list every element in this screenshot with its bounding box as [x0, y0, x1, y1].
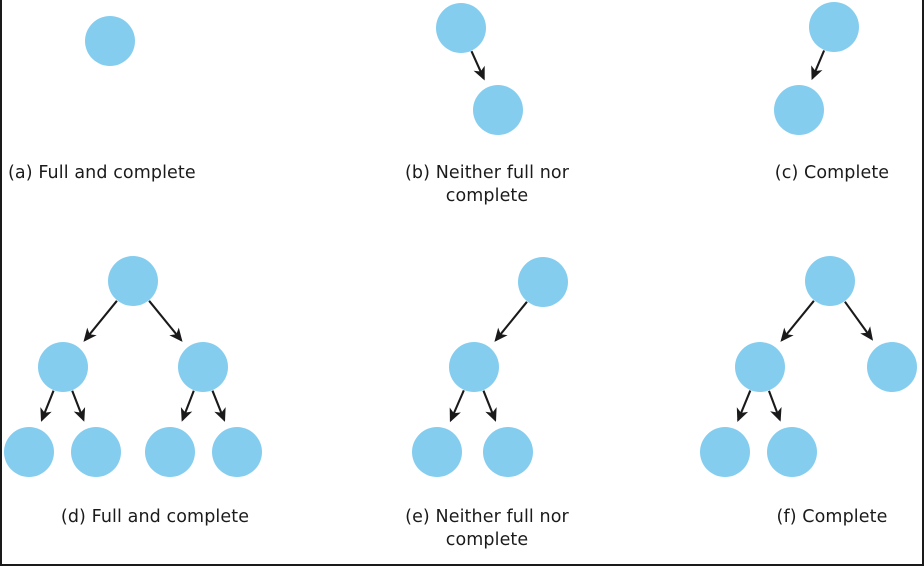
panel-caption-a: (a) Full and complete: [8, 163, 196, 183]
panel-caption-d: (d) Full and complete: [60, 507, 250, 527]
tree-edge-right-child: [482, 390, 497, 422]
tree-node: [38, 342, 88, 392]
tree-edge-left-child: [40, 390, 55, 422]
tree-node: [483, 427, 533, 477]
tree-node: [212, 427, 262, 477]
tree-edge-left-child: [449, 389, 465, 423]
tree-node: [809, 2, 859, 52]
tree-node: [867, 342, 917, 392]
panel-caption-c: (c) Complete: [774, 163, 890, 183]
tree-node: [518, 257, 568, 307]
panel-caption-e: (e) Neither full nor complete: [405, 507, 569, 551]
tree-edges: [40, 50, 874, 423]
tree-edge-right-child: [148, 300, 183, 342]
tree-node: [700, 427, 750, 477]
tree-edge-left-child: [811, 50, 826, 81]
tree-edge-right-child: [470, 50, 485, 81]
tree-node: [774, 85, 824, 135]
tree-node: [178, 342, 228, 392]
tree-node: [449, 342, 499, 392]
tree-edge-right-child: [767, 390, 782, 422]
tree-node: [767, 427, 817, 477]
tree-node: [71, 427, 121, 477]
tree-node: [108, 256, 158, 306]
panel-caption-b: (b) Neither full nor complete: [404, 163, 570, 207]
tree-edge-left-child: [494, 301, 528, 342]
tree-edge-left-child: [180, 390, 195, 422]
tree-edge-left-child: [83, 300, 118, 342]
tree-edge-left-child: [736, 390, 752, 423]
tree-node: [805, 256, 855, 306]
tree-edge-right-child: [844, 301, 874, 341]
tree-edge-right-child: [71, 390, 86, 422]
tree-node: [145, 427, 195, 477]
tree-edge-left-child: [780, 300, 815, 342]
tree-node: [4, 427, 54, 477]
tree-edge-right-child: [211, 390, 226, 422]
tree-node: [473, 85, 523, 135]
tree-node: [436, 3, 486, 53]
tree-node: [735, 342, 785, 392]
panel-caption-f: (f) Complete: [776, 507, 888, 527]
tree-nodes: [4, 2, 917, 477]
tree-node: [85, 16, 135, 66]
tree-node: [412, 427, 462, 477]
